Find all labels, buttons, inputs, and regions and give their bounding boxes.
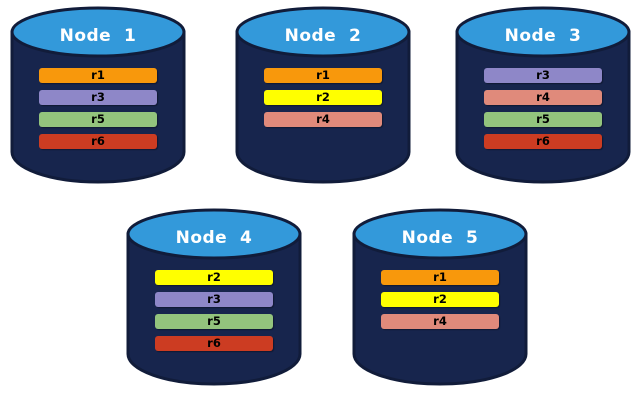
replica-bar[interactable]: r6 xyxy=(39,134,157,149)
replica-list: r1 r2 r4 xyxy=(264,68,382,134)
replica-list: r1 r2 r4 xyxy=(381,270,499,336)
replica-bar[interactable]: r1 xyxy=(39,68,157,83)
replica-list: r3 r4 r5 r6 xyxy=(484,68,602,156)
replica-bar[interactable]: r5 xyxy=(39,112,157,127)
replica-bar[interactable]: r4 xyxy=(381,314,499,329)
replica-list: r2 r3 r5 r6 xyxy=(155,270,273,358)
cylinder-top-disc xyxy=(126,208,302,260)
replica-bar[interactable]: r3 xyxy=(484,68,602,83)
cylinder-top-disc xyxy=(10,6,186,58)
replica-bar[interactable]: r6 xyxy=(155,336,273,351)
replica-bar[interactable]: r4 xyxy=(264,112,382,127)
replica-bar[interactable]: r2 xyxy=(264,90,382,105)
replica-list: r1 r3 r5 r6 xyxy=(39,68,157,156)
cylinder-top-disc xyxy=(352,208,528,260)
replica-bar[interactable]: r5 xyxy=(484,112,602,127)
replica-bar[interactable]: r3 xyxy=(155,292,273,307)
replica-bar[interactable]: r2 xyxy=(381,292,499,307)
cylinder-top-disc xyxy=(455,6,631,58)
replica-bar[interactable]: r6 xyxy=(484,134,602,149)
cylinder-top-disc xyxy=(235,6,411,58)
replica-bar[interactable]: r5 xyxy=(155,314,273,329)
replica-bar[interactable]: r3 xyxy=(39,90,157,105)
replica-bar[interactable]: r1 xyxy=(264,68,382,83)
replica-bar[interactable]: r1 xyxy=(381,270,499,285)
replica-bar[interactable]: r4 xyxy=(484,90,602,105)
replica-bar[interactable]: r2 xyxy=(155,270,273,285)
